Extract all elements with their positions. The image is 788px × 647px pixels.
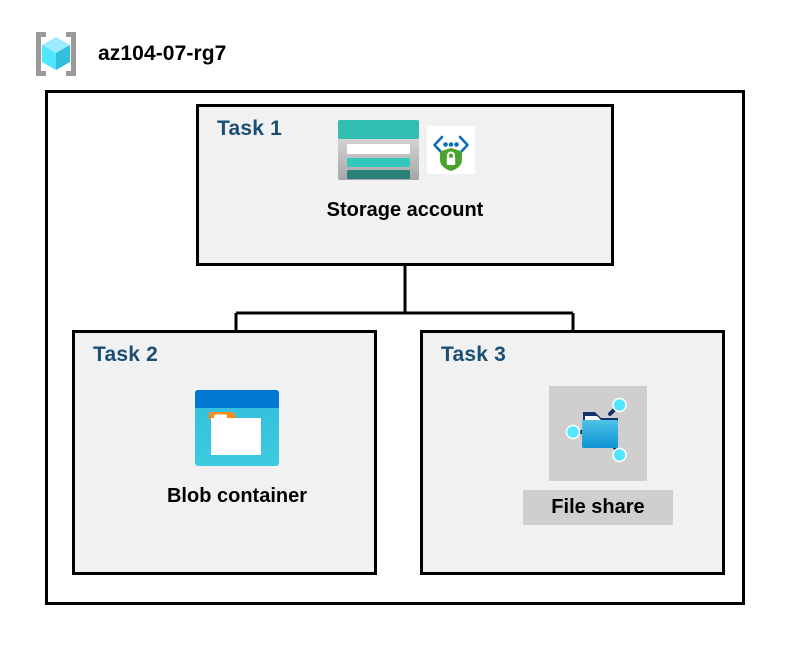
file-share-icon-group <box>549 386 647 481</box>
resource-group-cube-icon <box>30 28 82 80</box>
file-share-caption: File share <box>523 490 673 525</box>
task-box-1: Task 1 <box>196 104 614 266</box>
node-file-share[interactable]: File share <box>508 386 688 525</box>
private-endpoint-shield-icon <box>426 126 475 179</box>
resource-group-name: az104-07-rg7 <box>98 42 227 65</box>
storage-account-icon <box>336 118 421 187</box>
resource-group-header: az104-07-rg7 <box>30 26 226 82</box>
blob-container-caption: Blob container <box>166 485 307 507</box>
blob-container-icon <box>193 388 281 473</box>
file-share-icon <box>561 394 635 473</box>
task-1-label: Task 1 <box>217 117 283 140</box>
blob-container-icon-group <box>193 388 281 473</box>
storage-account-caption: Storage account <box>326 199 484 221</box>
node-blob-container[interactable]: Blob container <box>152 388 322 511</box>
storage-account-icon-group <box>336 118 475 187</box>
task-2-label: Task 2 <box>93 343 159 366</box>
task-3-label: Task 3 <box>441 343 507 366</box>
node-storage-account[interactable]: Storage account <box>284 118 526 225</box>
